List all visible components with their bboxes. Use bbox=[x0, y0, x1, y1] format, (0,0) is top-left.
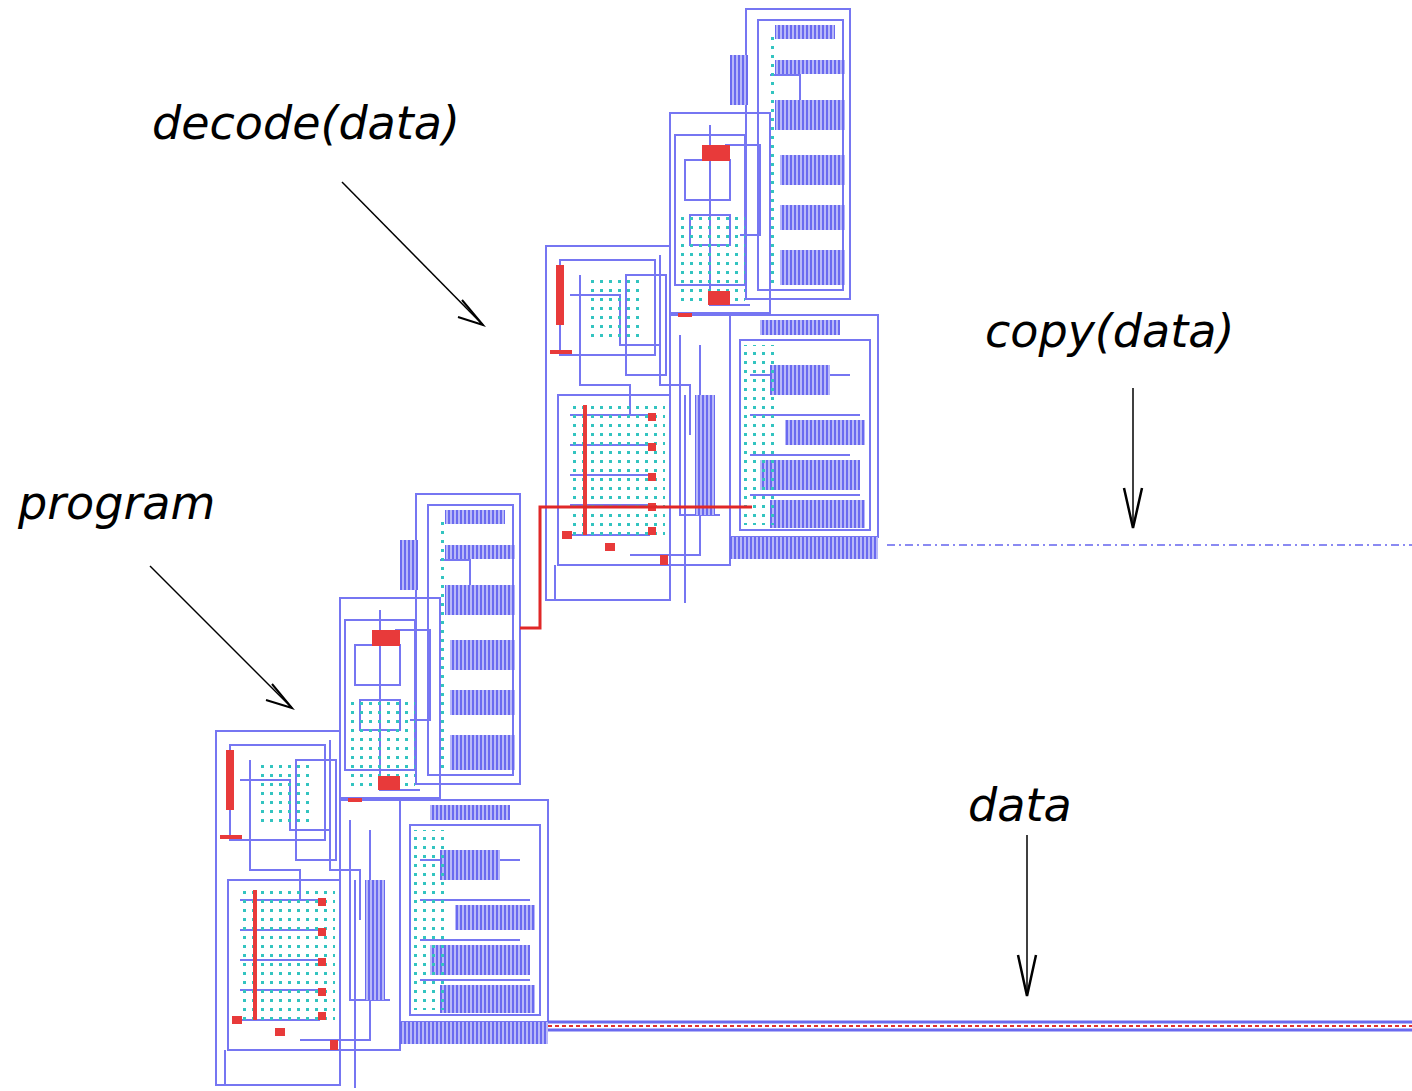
copy-tape bbox=[887, 544, 1412, 546]
annotation-label: data bbox=[968, 780, 1072, 831]
construction-arm bbox=[520, 507, 752, 628]
annotation-label: program bbox=[18, 478, 215, 529]
data-tape bbox=[548, 1025, 1412, 1027]
program-machine bbox=[216, 494, 548, 1088]
data-tape bbox=[548, 1021, 1412, 1024]
data-tape bbox=[548, 1029, 1412, 1032]
leader-arrows bbox=[150, 182, 1142, 996]
decode-machine bbox=[546, 9, 878, 603]
annotation-label: decode(data) bbox=[152, 98, 460, 149]
annotation-label: copy(data) bbox=[985, 306, 1234, 357]
